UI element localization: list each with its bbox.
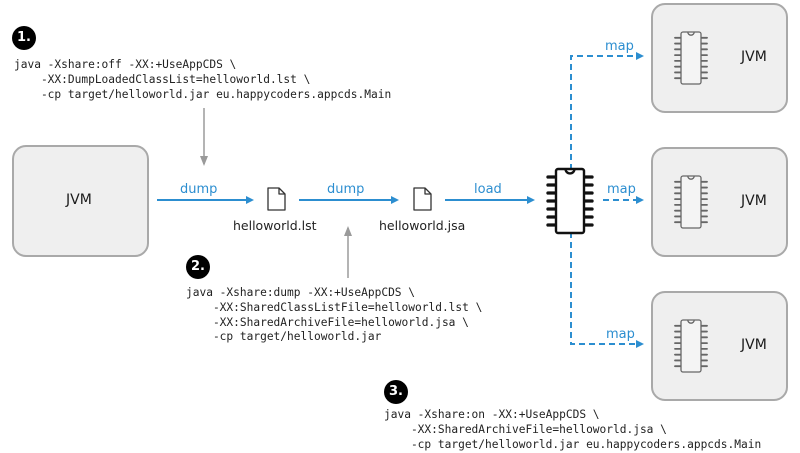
target-jvm-label-3: JVM [741, 337, 767, 353]
map-arrow-top [570, 52, 644, 170]
target-jvm-3-chip-icon [674, 319, 708, 373]
step-3-badge: 3. [384, 380, 408, 404]
step-2-command: java -Xshare:dump -XX:+UseAppCDS \ -XX:S… [186, 286, 483, 344]
source-jvm-label: JVM [66, 192, 92, 208]
target-jvm-box-3: JVM [651, 291, 788, 401]
target-jvm-box-2: JVM [651, 147, 788, 257]
load-label: load [474, 182, 502, 197]
source-jvm-box: JVM [12, 145, 149, 257]
target-jvm-box-1: JVM [651, 3, 788, 113]
class-list-file-icon [267, 187, 286, 211]
shared-archive-memory-chip-icon [546, 167, 594, 235]
map-label-middle: map [607, 182, 636, 197]
map-arrow-bottom [570, 232, 644, 348]
target-jvm-2-chip-icon [674, 175, 708, 229]
class-list-file-label: helloworld.lst [233, 218, 317, 233]
map-label-bottom: map [606, 327, 635, 342]
step-1-command: java -Xshare:off -XX:+UseAppCDS \ -XX:Du… [14, 58, 392, 101]
step-3-command: java -Xshare:on -XX:+UseAppCDS \ -XX:Sha… [384, 408, 762, 451]
step-1-badge: 1. [12, 26, 36, 50]
dump-label-1: dump [180, 182, 218, 197]
target-jvm-label-1: JVM [741, 49, 767, 65]
dump-label-2: dump [327, 182, 365, 197]
target-jvm-1-chip-icon [674, 31, 708, 85]
target-jvm-label-2: JVM [741, 193, 767, 209]
archive-file-icon [413, 187, 432, 211]
archive-file-label: helloworld.jsa [379, 218, 466, 233]
map-label-top: map [605, 39, 634, 54]
step-2-badge: 2. [186, 255, 210, 279]
